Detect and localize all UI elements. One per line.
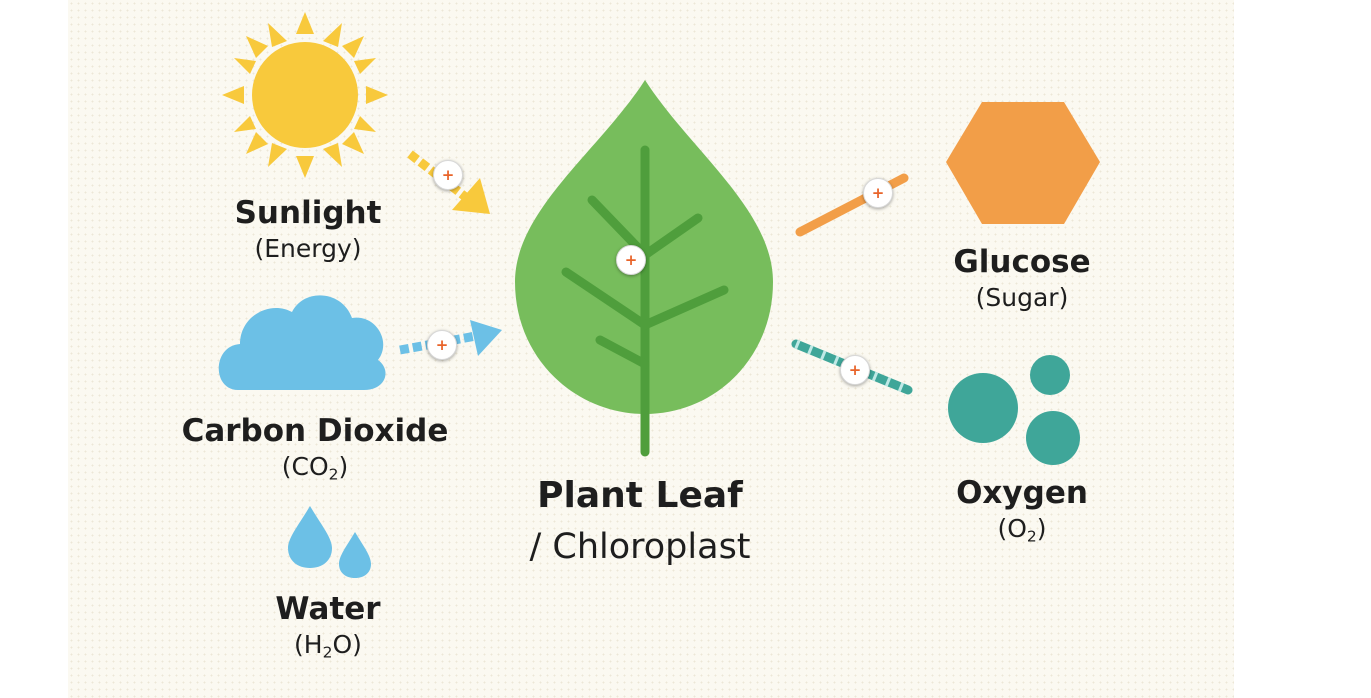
sunlight-subtitle: (Energy) xyxy=(254,234,362,263)
glucose-subtitle: (Sugar) xyxy=(975,283,1069,312)
oxygen-bubbles-icon xyxy=(948,355,1080,465)
plant-leaf-subtitle: / Chloroplast xyxy=(529,527,751,567)
sunlight-hotspot-button[interactable]: + xyxy=(433,160,463,190)
oxygen-hotspot-button[interactable]: + xyxy=(840,355,870,385)
oxygen-label: Oxygen (O2) xyxy=(956,474,1088,546)
leaf-hotspot-button[interactable]: + xyxy=(616,245,646,275)
oxygen-title: Oxygen xyxy=(956,475,1088,511)
plus-icon: + xyxy=(435,335,449,354)
plant-leaf-title: Plant Leaf xyxy=(537,475,743,516)
cloud-icon xyxy=(218,295,386,390)
plus-icon: + xyxy=(871,183,885,202)
plant-leaf-label: Plant Leaf / Chloroplast xyxy=(529,470,750,572)
sunlight-title: Sunlight xyxy=(234,195,382,231)
hexagon-icon xyxy=(946,102,1100,224)
water-title: Water xyxy=(275,591,381,627)
plus-icon: + xyxy=(441,165,455,184)
plus-icon: + xyxy=(624,250,638,269)
carbon-dioxide-title: Carbon Dioxide xyxy=(181,413,449,449)
water-drops-icon xyxy=(288,506,371,578)
co2-arrow xyxy=(399,320,502,356)
water-subtitle: (H2O) xyxy=(294,630,362,662)
glucose-label: Glucose (Sugar) xyxy=(953,243,1090,315)
oxygen-subtitle: (O2) xyxy=(997,514,1047,546)
glucose-title: Glucose xyxy=(953,244,1091,280)
water-label: Water (H2O) xyxy=(275,590,380,662)
sun-icon xyxy=(222,12,388,178)
sunlight-label: Sunlight (Energy) xyxy=(235,194,382,266)
glucose-hotspot-button[interactable]: + xyxy=(863,178,893,208)
plus-icon: + xyxy=(848,360,862,379)
carbon-dioxide-label: Carbon Dioxide (CO2) xyxy=(182,412,449,484)
carbon-dioxide-subtitle: (CO2) xyxy=(281,452,349,484)
co2-hotspot-button[interactable]: + xyxy=(427,330,457,360)
